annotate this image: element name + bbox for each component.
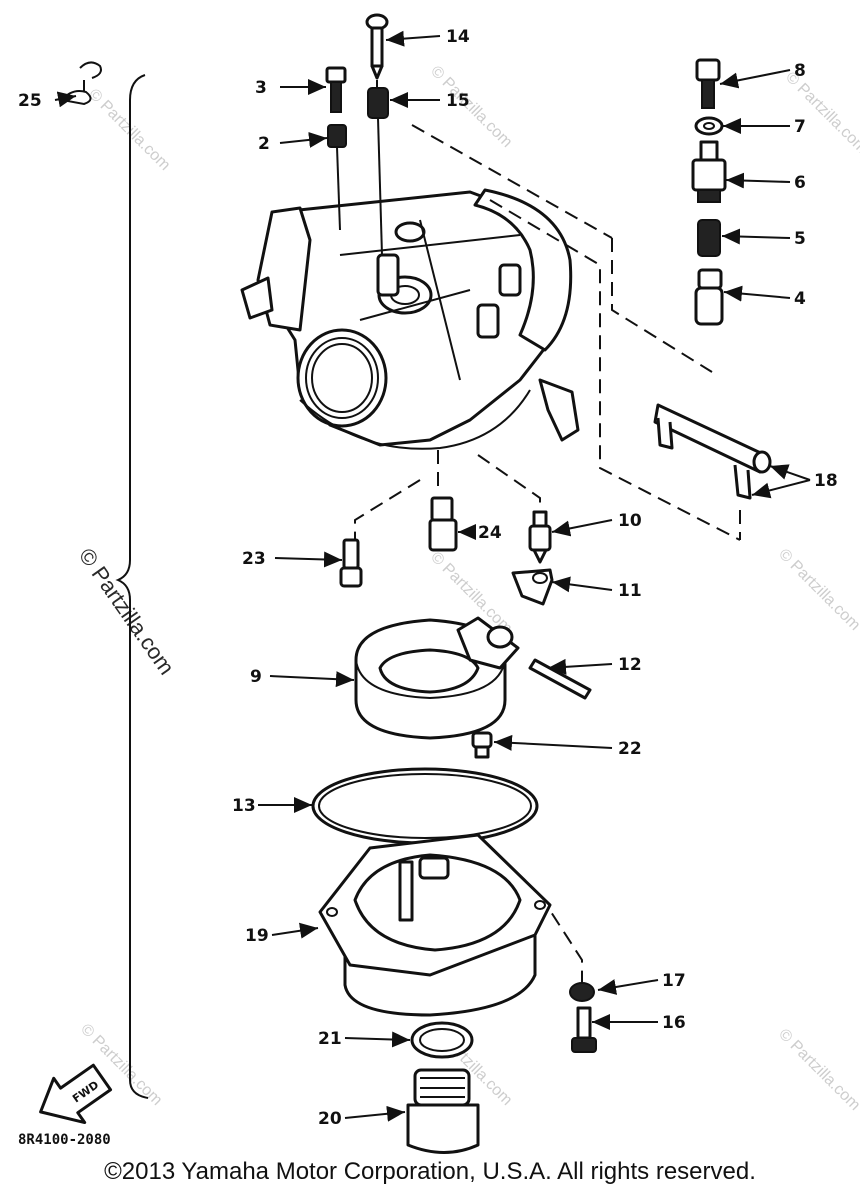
callout-12: 12 xyxy=(618,655,642,675)
callout-20: 20 xyxy=(318,1109,342,1129)
callout-21: 21 xyxy=(318,1029,342,1049)
callout-2: 2 xyxy=(258,134,270,154)
part-11-clip xyxy=(511,568,554,606)
callout-4: 4 xyxy=(794,289,806,309)
part-4-valve xyxy=(694,268,724,326)
part-8-screw xyxy=(695,58,721,109)
callout-6: 6 xyxy=(794,173,806,193)
fwd-arrow-icon: FWD xyxy=(39,1063,113,1125)
axis-line xyxy=(377,117,383,256)
carburetor-body xyxy=(240,188,580,450)
part-3-screw xyxy=(325,66,347,113)
callout-19: 19 xyxy=(245,926,269,946)
callout-22: 22 xyxy=(618,739,642,759)
callout-18: 18 xyxy=(814,471,838,491)
part-15-spring xyxy=(367,87,389,119)
part-14-screw xyxy=(365,13,389,80)
part-6-fitting xyxy=(691,140,727,203)
drawing-code: 8R4100-2080 xyxy=(18,1132,111,1148)
callout-9: 9 xyxy=(250,667,262,687)
callout-17: 17 xyxy=(662,971,686,991)
callout-24: 24 xyxy=(478,523,502,543)
part-17-washer xyxy=(569,982,595,1002)
part-5-spring xyxy=(697,219,721,257)
callout-16: 16 xyxy=(662,1013,686,1033)
partzilla-watermark: © Partzilla.com xyxy=(74,544,180,680)
part-19-float-bowl xyxy=(318,833,552,1017)
axis-line xyxy=(336,146,341,231)
part-7-washer xyxy=(694,116,724,136)
callout-23: 23 xyxy=(242,549,266,569)
callout-5: 5 xyxy=(794,229,806,249)
callout-numbers: 3 2 14 15 8 7 6 5 4 18 23 24 10 11 9 12 … xyxy=(18,27,838,1129)
assembly-path xyxy=(411,124,613,239)
callout-10: 10 xyxy=(618,511,642,531)
part-20-drain-plug xyxy=(406,1068,480,1154)
callout-8: 8 xyxy=(794,61,806,81)
callout-13: 13 xyxy=(232,796,256,816)
part-10-needle-valve xyxy=(528,510,552,564)
part-21-oring-inner xyxy=(419,1028,465,1052)
assembly-path xyxy=(539,894,583,985)
part-2-spring xyxy=(327,124,347,148)
copyright-notice: ©2013 Yamaha Motor Corporation, U.S.A. A… xyxy=(104,1158,756,1185)
part-18-tube xyxy=(653,403,772,500)
part-13-gasket-inner xyxy=(318,773,532,839)
assembly-path xyxy=(354,479,421,540)
callout-15: 15 xyxy=(446,91,470,111)
watermark-text: © Partzilla.com xyxy=(427,63,515,151)
callout-3: 3 xyxy=(255,78,267,98)
assembly-path xyxy=(477,454,541,510)
part-9-float xyxy=(354,616,520,740)
part-16-screw xyxy=(571,1006,597,1053)
callout-25: 25 xyxy=(18,91,42,111)
callout-7: 7 xyxy=(794,117,806,137)
callout-14: 14 xyxy=(446,27,470,47)
part-23-jet xyxy=(339,538,363,588)
watermark-text: © Partzilla.com xyxy=(782,69,860,157)
assembly-path xyxy=(611,238,713,373)
watermark-text: © Partzilla.com xyxy=(775,1026,860,1114)
part-22-screw xyxy=(471,731,493,759)
part-24-jet xyxy=(428,496,458,552)
callout-leaders xyxy=(54,30,811,1122)
part-13-gasket xyxy=(311,767,539,845)
assembly-path xyxy=(489,199,741,541)
watermark-text: © Partzilla.com xyxy=(775,546,860,634)
callout-11: 11 xyxy=(618,581,642,601)
part-12-pin xyxy=(528,658,592,700)
assembly-bracket xyxy=(115,74,149,1099)
